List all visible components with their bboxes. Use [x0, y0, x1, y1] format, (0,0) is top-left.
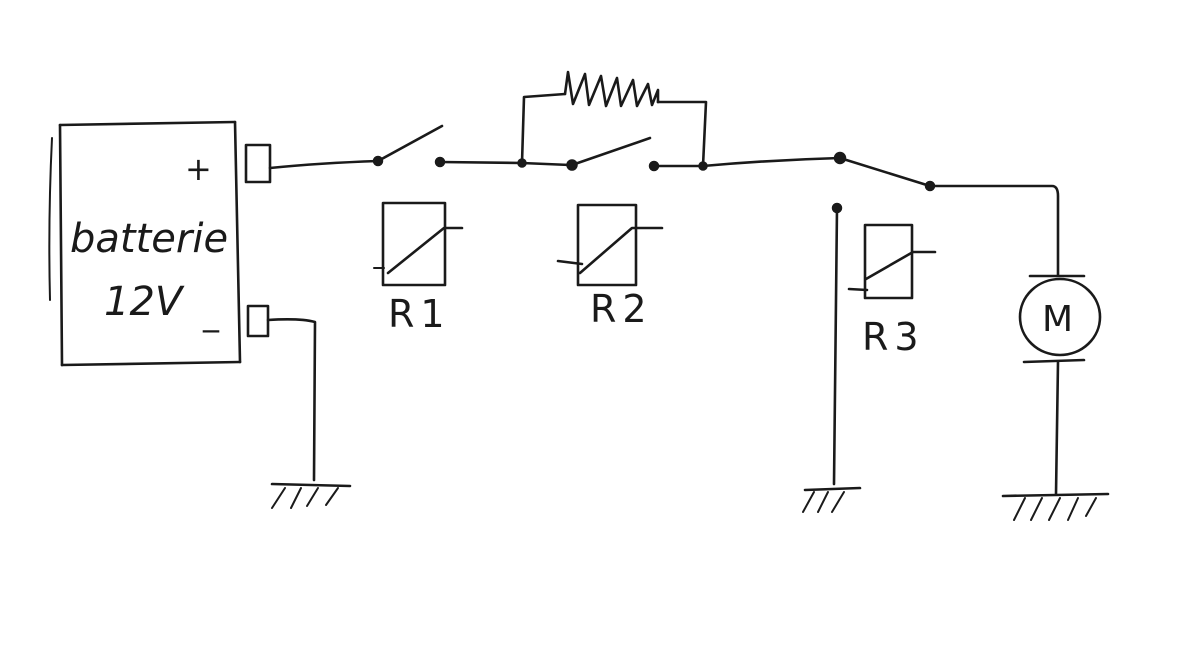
motor: M: [1018, 274, 1102, 496]
battery-positive-terminal: +: [185, 143, 272, 188]
battery-voltage: 12V: [104, 279, 185, 325]
relay-r3-label: R3: [862, 315, 925, 359]
relay-r2-label: R2: [590, 287, 653, 331]
relay-r3-coil: [863, 223, 914, 300]
r2-switch-blade: [570, 136, 652, 167]
motor-circle: [1018, 277, 1102, 357]
motor-symbol: M: [1042, 299, 1073, 340]
relay-r1-coil: [381, 201, 447, 287]
positive-sign: +: [185, 150, 212, 188]
battery-label: batterie: [70, 216, 228, 262]
battery: batterie 12V: [48, 120, 242, 367]
negative-sign: _: [202, 295, 220, 333]
r3-switch-blade: [838, 156, 932, 188]
bypass-resistor: [520, 70, 708, 168]
motor-ground: [1001, 492, 1110, 521]
battery-ground: [266, 318, 352, 509]
relay-r2: R2: [556, 203, 664, 331]
main-wire: [268, 124, 1060, 277]
relay-r1-label: R1: [388, 292, 451, 336]
relay-r1: R1: [373, 201, 464, 336]
battery-negative-terminal: _: [202, 295, 270, 338]
r1-switch-blade: [376, 124, 444, 163]
relay-r3: R3: [847, 223, 937, 359]
relay-r2-coil: [576, 203, 638, 287]
r3-ground-branch: [802, 202, 862, 513]
